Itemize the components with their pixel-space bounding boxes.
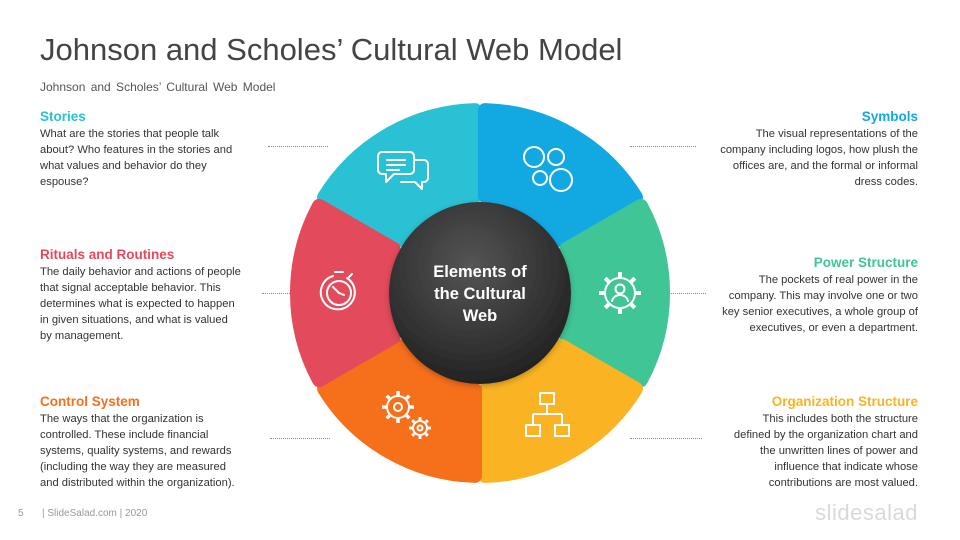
- center-label-line-2: the Cultural: [434, 285, 526, 303]
- description-line: key senior executives, a whole group of: [722, 306, 918, 318]
- description-line: offices are, and the formal or informal: [732, 160, 918, 172]
- stories-segment: [317, 103, 482, 248]
- description-line: defined by the organization chart and: [733, 429, 918, 441]
- rituals-block: Rituals and Routines The daily behavior …: [40, 246, 262, 344]
- description-line: espouse?: [40, 176, 89, 188]
- center-label-line-1: Elements of: [433, 263, 527, 281]
- organization-block: Organization Structure This includes bot…: [696, 393, 918, 491]
- organization-segment: [478, 338, 643, 483]
- description-line: The daily behavior and actions of people: [40, 266, 241, 278]
- description-line: What are the stories that people talk: [40, 128, 220, 140]
- description-line: executives, or even a department.: [749, 322, 918, 334]
- description-line: The visual representations of the: [755, 128, 918, 140]
- power-segment: [559, 198, 670, 388]
- description-line: systems, quality systems, and rewards: [40, 445, 232, 457]
- stopwatch-icon: [319, 271, 356, 311]
- control-block: Control System The ways that the organiz…: [40, 393, 262, 491]
- organization-description: This includes both the structure defined…: [696, 411, 918, 491]
- symbols-block: Symbols The visual representations of th…: [696, 108, 918, 190]
- control-connector: [270, 438, 330, 439]
- speech-bubbles-icon: [377, 151, 429, 190]
- description-line: company including logos, how plush the: [720, 144, 918, 156]
- org-chart-icon: [525, 392, 570, 437]
- page-number: 5: [18, 508, 24, 519]
- rituals-description: The daily behavior and actions of people…: [40, 264, 262, 344]
- description-line: that signal acceptable behavior. This: [40, 282, 221, 294]
- control-heading: Control System: [40, 394, 140, 409]
- power-connector: [662, 293, 706, 294]
- description-line: This includes both the structure: [762, 413, 918, 425]
- symbols-segment: [478, 103, 643, 248]
- symbols-heading: Symbols: [861, 109, 918, 124]
- description-line: and distributed within the organization)…: [40, 477, 235, 489]
- circles-icon: [523, 146, 573, 192]
- person-gear-icon: [599, 272, 641, 314]
- description-line: in given situations, and what is valued: [40, 314, 228, 326]
- description-line: influence that indicate whose: [774, 461, 918, 473]
- page-subtitle: Johnson and Scholes’ Cultural Web Model: [40, 80, 276, 94]
- rituals-segment: [290, 198, 401, 388]
- stories-heading: Stories: [40, 109, 86, 124]
- organization-connector: [630, 438, 702, 439]
- description-line: determines what is expected to happen: [40, 298, 235, 310]
- description-line: (including the way they are measured: [40, 461, 226, 473]
- stories-block: Stories What are the stories that people…: [40, 108, 262, 190]
- description-line: about? Who features in the stories and: [40, 144, 233, 156]
- power-description: The pockets of real power in the company…: [696, 272, 918, 336]
- symbols-connector: [630, 146, 696, 147]
- center-label-line-3: Web: [463, 307, 498, 325]
- power-heading: Power Structure: [813, 255, 918, 270]
- slidesalad-logo: slidesalad: [815, 500, 918, 525]
- description-line: what values and behavior do they: [40, 160, 207, 172]
- description-line: by management.: [40, 330, 124, 342]
- rituals-heading: Rituals and Routines: [40, 247, 175, 262]
- description-line: controlled. These include financial: [40, 429, 209, 441]
- power-block: Power Structure The pockets of real powe…: [696, 254, 918, 336]
- description-line: dress codes.: [854, 176, 918, 188]
- description-line: company. This may involve one or two: [728, 290, 918, 302]
- stories-description: What are the stories that people talk ab…: [40, 126, 262, 190]
- description-line: contributions are most valued.: [768, 477, 918, 489]
- gears-icon: [382, 391, 431, 439]
- description-line: The ways that the organization is: [40, 413, 204, 425]
- control-description: The ways that the organization is contro…: [40, 411, 262, 491]
- center-circle: [389, 202, 571, 384]
- symbols-description: The visual representations of the compan…: [696, 126, 918, 190]
- description-line: The pockets of real power in the: [758, 274, 918, 286]
- description-line: the unwritten lines of power and: [760, 445, 918, 457]
- stories-connector: [268, 146, 328, 147]
- page-title: Johnson and Scholes’ Cultural Web Model: [40, 32, 623, 67]
- footer-text: | SlideSalad.com | 2020: [42, 508, 148, 519]
- rituals-connector: [262, 293, 298, 294]
- organization-heading: Organization Structure: [771, 394, 918, 409]
